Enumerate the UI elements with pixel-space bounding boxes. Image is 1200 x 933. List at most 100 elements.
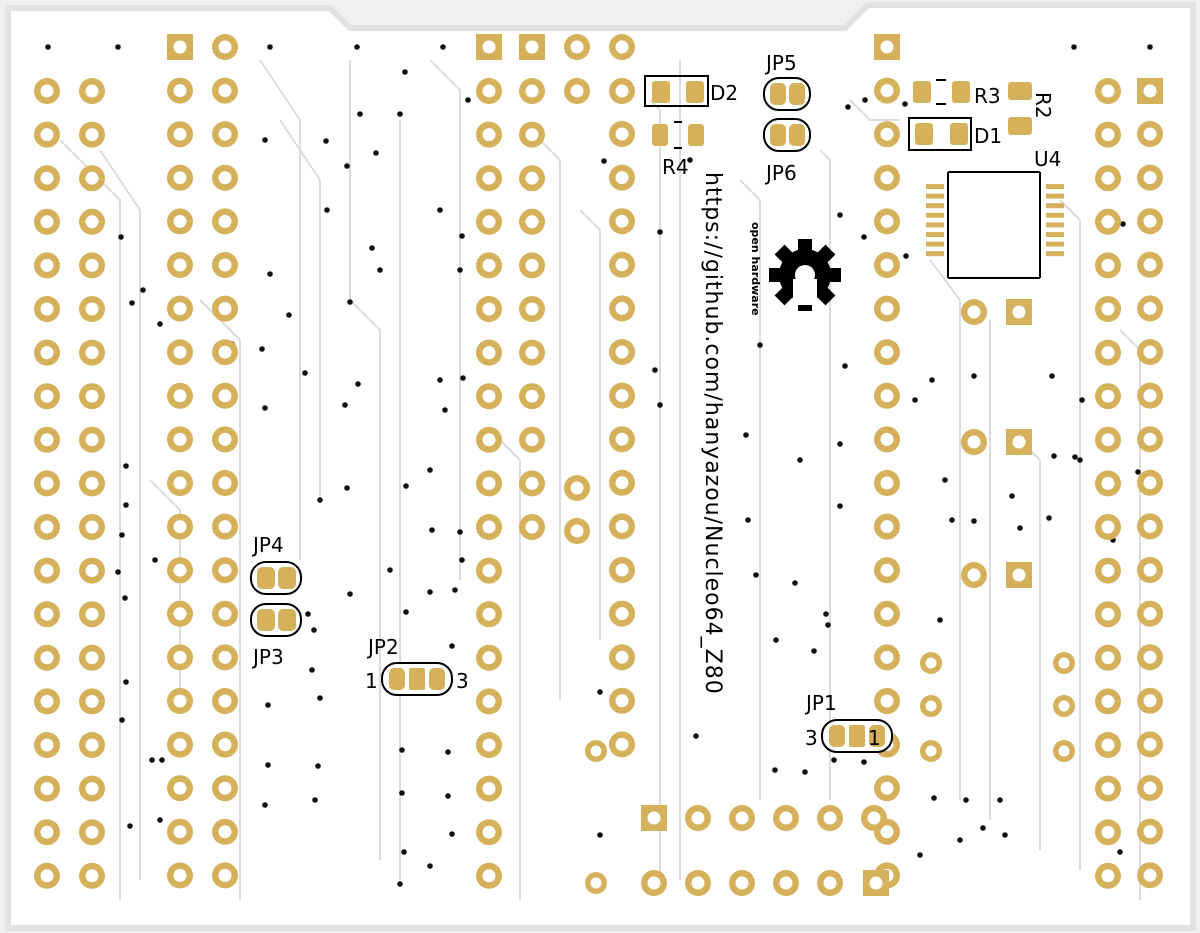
via (311, 627, 317, 633)
via (903, 253, 909, 259)
pad (79, 383, 105, 410)
pad (874, 164, 900, 191)
pad (1137, 339, 1163, 365)
via (440, 44, 446, 50)
via (1147, 44, 1153, 50)
pad (519, 78, 545, 104)
via (115, 44, 121, 50)
pad (609, 644, 635, 671)
pad (212, 775, 238, 802)
pad (34, 78, 60, 104)
pad (1137, 818, 1163, 845)
via (399, 747, 405, 753)
via (1071, 44, 1077, 50)
pad (519, 252, 545, 279)
pad (1095, 775, 1121, 802)
pad (79, 557, 105, 584)
pad (212, 818, 238, 845)
jp4-label: JP4 (251, 533, 284, 557)
pad (167, 731, 193, 758)
pad (1095, 252, 1121, 279)
via (354, 44, 360, 50)
pad (79, 644, 105, 671)
via (399, 790, 405, 796)
pad (167, 164, 193, 191)
via (831, 757, 837, 763)
d1-diode (908, 117, 972, 151)
via (397, 881, 403, 887)
pad (585, 740, 607, 762)
via (312, 797, 318, 803)
via (323, 138, 329, 144)
via (115, 569, 121, 575)
pad (609, 208, 635, 235)
via (324, 207, 330, 213)
through-hole-pads (34, 34, 1163, 896)
via (1077, 457, 1083, 463)
pad (1137, 513, 1163, 540)
pad (1095, 121, 1121, 148)
via (971, 373, 977, 379)
jp4-jumper (250, 561, 302, 595)
via (657, 229, 663, 235)
via (1046, 515, 1052, 521)
via (427, 589, 433, 595)
via (1079, 397, 1085, 403)
pad (212, 644, 238, 671)
via (427, 863, 433, 869)
pad (861, 805, 887, 831)
via (1117, 849, 1123, 855)
via (745, 517, 751, 523)
pad (564, 475, 590, 501)
pad-square (1006, 429, 1032, 455)
pad (1053, 740, 1075, 762)
via (757, 342, 763, 348)
pad (212, 121, 238, 148)
pad (212, 164, 238, 191)
via (842, 363, 848, 369)
via (402, 69, 408, 75)
pad (79, 732, 105, 758)
via (797, 457, 803, 463)
d1-label: D1 (974, 124, 1002, 148)
pad (167, 382, 193, 409)
pad (874, 121, 900, 148)
pad (1095, 470, 1121, 497)
pad (167, 252, 193, 278)
via (305, 611, 311, 617)
pad-square (1006, 562, 1032, 588)
via (140, 287, 146, 293)
pad (79, 296, 105, 322)
pad (167, 77, 193, 104)
pad (817, 870, 843, 896)
via (862, 97, 868, 103)
via (369, 245, 375, 251)
pad (874, 644, 900, 671)
d2-label: D2 (710, 81, 738, 105)
pad (212, 862, 238, 889)
via (119, 717, 125, 723)
via (429, 527, 435, 533)
via (773, 637, 779, 643)
via (693, 733, 699, 739)
pad (34, 165, 60, 192)
pad (476, 775, 502, 802)
pad (519, 208, 545, 235)
pad (519, 383, 545, 410)
pad (874, 252, 900, 278)
via (457, 529, 463, 535)
pad (1137, 731, 1163, 758)
pad (34, 862, 60, 889)
pad (79, 426, 105, 453)
pad (79, 165, 105, 192)
pad (874, 295, 900, 322)
pad (685, 805, 711, 831)
jp2-jumper (381, 662, 453, 696)
pad (476, 819, 502, 846)
via (1135, 469, 1141, 475)
pad (1137, 382, 1163, 409)
via (459, 233, 465, 239)
pad (212, 34, 238, 60)
pad-square (476, 34, 502, 60)
via (657, 402, 663, 408)
